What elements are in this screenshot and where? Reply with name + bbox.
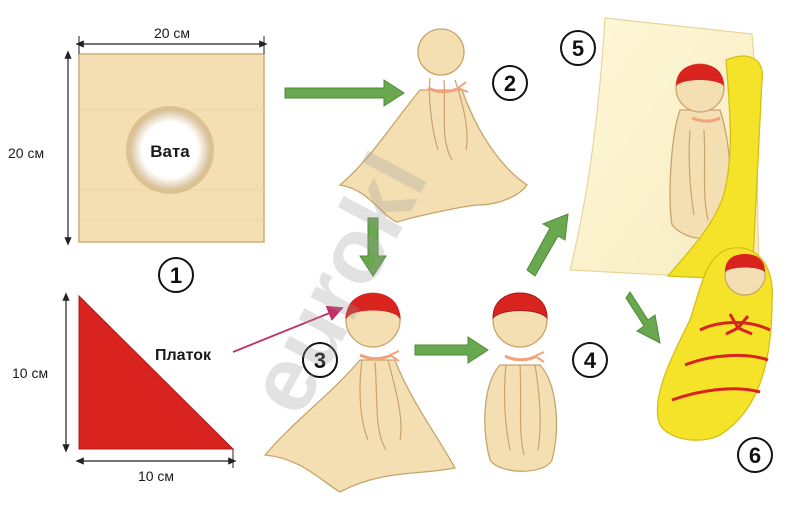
- kerchief-label: Платок: [155, 347, 212, 364]
- fabric-square-figure: Вата 20 см 20 см: [8, 25, 264, 242]
- svg-text:6: 6: [749, 443, 761, 468]
- svg-text:4: 4: [584, 348, 597, 373]
- triangle-width-label: 10 см: [138, 468, 174, 484]
- step-5-badge: 5: [561, 31, 595, 65]
- doll-step-5: [570, 18, 762, 280]
- kerchief-triangle: [79, 296, 233, 449]
- svg-text:2: 2: [504, 71, 516, 96]
- arrow-4-to-5: [527, 214, 568, 276]
- triangle-height-label: 10 см: [12, 365, 48, 381]
- arrow-5-to-6: [626, 292, 660, 343]
- step-6-badge: 6: [738, 438, 772, 472]
- step-2-badge: 2: [493, 66, 527, 100]
- square-width-label: 20 см: [154, 25, 190, 41]
- step-4-badge: 4: [573, 343, 607, 377]
- svg-text:1: 1: [170, 263, 182, 288]
- kerchief-triangle-figure: 10 см 10 см: [12, 296, 233, 484]
- arrow-3-to-4: [415, 337, 488, 363]
- svg-text:5: 5: [572, 36, 584, 61]
- arrow-1-to-2: [285, 80, 404, 106]
- step-1-badge: 1: [159, 258, 193, 292]
- cotton-label: Вата: [150, 142, 190, 161]
- doll-step-4: [485, 293, 557, 471]
- square-height-label: 20 см: [8, 145, 44, 161]
